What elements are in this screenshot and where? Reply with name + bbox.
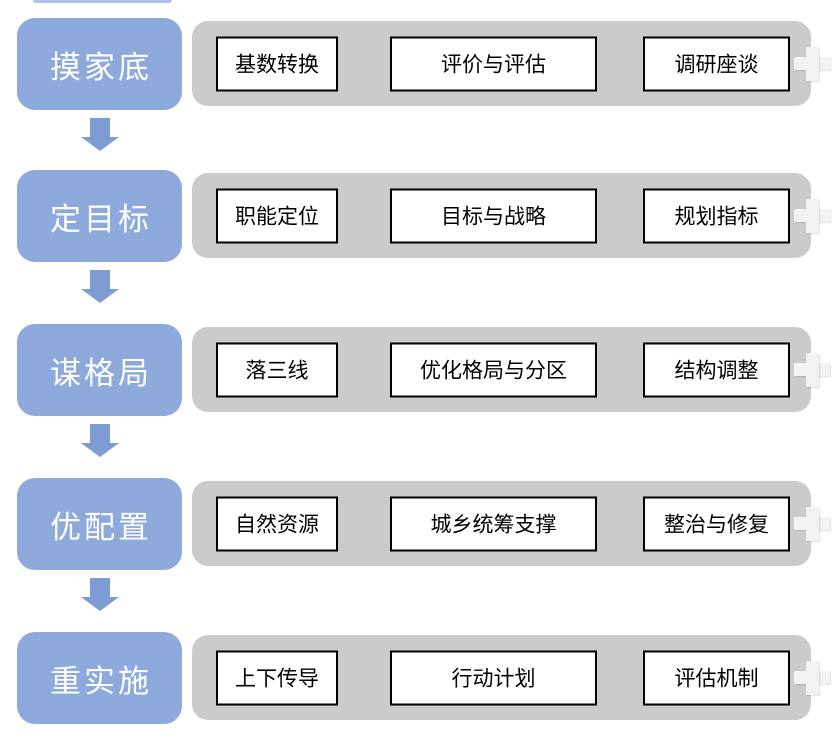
stage-label: 重实施 [50, 663, 152, 699]
items-track: 落三线 优化格局与分区 结构调整 [192, 327, 830, 412]
item-label: 自然资源 [235, 513, 319, 537]
process-row: 摸家底 基数转换 评价与评估 调研座谈 [0, 18, 837, 110]
items-track: 自然资源 城乡统筹支撑 整治与修复 [192, 481, 830, 566]
item-label: 行动计划 [451, 667, 536, 691]
item-label: 结构调整 [674, 359, 759, 383]
item-box: 上下传导 [216, 650, 338, 705]
item-box: 基数转换 [216, 36, 338, 91]
item-label: 优化格局与分区 [420, 359, 567, 383]
arrow-stem [90, 424, 110, 443]
arrow-stem [90, 118, 110, 137]
items-track: 上下传导 行动计划 评估机制 [192, 635, 830, 720]
items-track: 职能定位 目标与战略 规划指标 [192, 173, 830, 258]
item-label: 上下传导 [235, 667, 319, 691]
item-box: 结构调整 [643, 342, 790, 397]
down-arrow-icon [0, 578, 200, 611]
item-box: 行动计划 [390, 650, 597, 705]
stage-box: 定目标 [17, 170, 182, 262]
stage-box: 谋格局 [17, 324, 182, 416]
item-label: 整治与修复 [664, 513, 769, 537]
item-box: 调研座谈 [643, 36, 790, 91]
arrow-head [81, 289, 119, 303]
process-row: 优配置 自然资源 城乡统筹支撑 整治与修复 [0, 478, 837, 570]
items-track: 基数转换 评价与评估 调研座谈 [192, 21, 830, 106]
stage-box: 重实施 [17, 632, 182, 724]
item-box: 规划指标 [643, 188, 790, 243]
item-box: 目标与战略 [390, 188, 597, 243]
arrow-stem [90, 270, 110, 289]
arrow-head [81, 137, 119, 151]
down-arrow-icon [0, 424, 200, 457]
stage-box: 摸家底 [17, 18, 182, 110]
item-box: 落三线 [216, 342, 338, 397]
item-label: 调研座谈 [674, 53, 759, 77]
item-label: 落三线 [245, 359, 309, 383]
item-box: 职能定位 [216, 188, 338, 243]
stage-label: 谋格局 [50, 355, 152, 391]
item-label: 基数转换 [235, 53, 319, 77]
arrow-head [81, 597, 119, 611]
item-label: 评价与评估 [441, 53, 546, 77]
plus-icon [794, 506, 830, 541]
process-row: 重实施 上下传导 行动计划 评估机制 [0, 632, 837, 724]
arrow-head [81, 443, 119, 457]
item-label: 规划指标 [674, 205, 759, 229]
item-label: 评估机制 [674, 667, 759, 691]
item-label: 目标与战略 [441, 205, 546, 229]
item-box: 评价与评估 [390, 36, 597, 91]
plus-icon [794, 660, 830, 695]
item-box: 评估机制 [643, 650, 790, 705]
plus-icon [794, 352, 830, 387]
down-arrow-icon [0, 270, 200, 303]
item-label: 城乡统筹支撑 [430, 513, 557, 537]
cropped-stage-top-sliver [33, 0, 172, 3]
plus-icon [794, 46, 830, 81]
item-box: 自然资源 [216, 496, 338, 551]
item-label: 职能定位 [235, 205, 319, 229]
item-box: 城乡统筹支撑 [390, 496, 597, 551]
stage-label: 定目标 [50, 201, 152, 237]
stage-label: 优配置 [50, 509, 152, 545]
plus-icon [794, 198, 830, 233]
arrow-stem [90, 578, 110, 597]
down-arrow-icon [0, 118, 200, 151]
stage-label: 摸家底 [50, 49, 152, 85]
process-row: 谋格局 落三线 优化格局与分区 结构调整 [0, 324, 837, 416]
stage-box: 优配置 [17, 478, 182, 570]
item-box: 整治与修复 [643, 496, 790, 551]
item-box: 优化格局与分区 [390, 342, 597, 397]
process-row: 定目标 职能定位 目标与战略 规划指标 [0, 170, 837, 262]
